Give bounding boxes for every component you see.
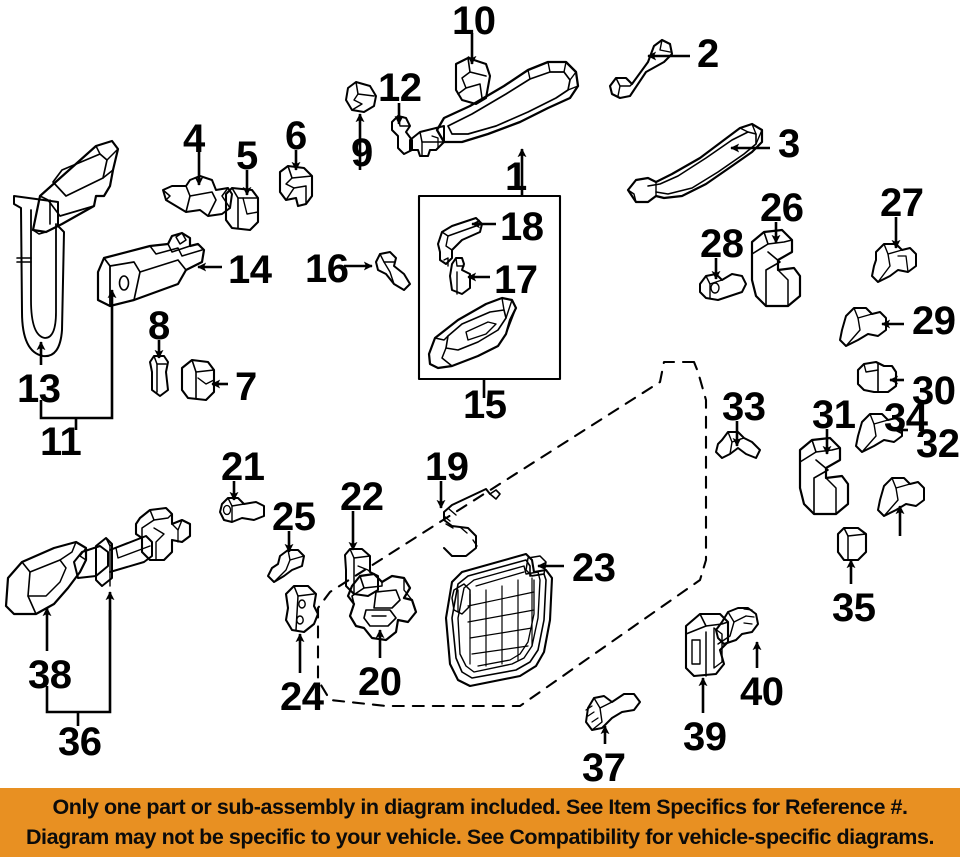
callout-9: 9 bbox=[351, 131, 373, 175]
callout-40: 40 bbox=[740, 670, 784, 714]
disclaimer-line-2: Diagram may not be specific to your vehi… bbox=[25, 824, 935, 849]
diagram-vector-artwork bbox=[4, 33, 925, 744]
callout-25: 25 bbox=[272, 495, 316, 539]
callout-31: 31 bbox=[812, 393, 856, 437]
callout-36: 36 bbox=[58, 720, 102, 764]
callout-7: 7 bbox=[235, 365, 257, 409]
callout-11: 11 bbox=[40, 420, 82, 464]
callout-38: 38 bbox=[28, 653, 72, 697]
callout-3: 3 bbox=[778, 122, 800, 166]
diagram-artboard bbox=[4, 33, 925, 744]
callout-6: 6 bbox=[285, 114, 307, 158]
callout-29: 29 bbox=[912, 299, 956, 343]
callout-21: 21 bbox=[221, 445, 265, 489]
callout-30: 30 bbox=[912, 369, 956, 413]
callout-22: 22 bbox=[340, 475, 384, 519]
callout-20: 20 bbox=[358, 660, 402, 704]
callout-10: 10 bbox=[452, 0, 496, 43]
callout-24: 24 bbox=[280, 675, 324, 719]
callout-17: 17 bbox=[494, 258, 538, 302]
callout-39: 39 bbox=[683, 715, 727, 759]
callout-13: 13 bbox=[17, 367, 61, 411]
callout-4: 4 bbox=[183, 117, 205, 161]
callout-12: 12 bbox=[378, 66, 422, 110]
callout-33: 33 bbox=[722, 385, 766, 429]
callout-35: 35 bbox=[832, 586, 876, 630]
callout-27: 27 bbox=[880, 181, 924, 225]
callout-14: 14 bbox=[228, 248, 272, 292]
callout-1: 1 bbox=[505, 155, 527, 199]
callout-26: 26 bbox=[760, 186, 804, 230]
callout-32: 32 bbox=[916, 422, 960, 466]
callout-5: 5 bbox=[236, 134, 258, 178]
callout-18: 18 bbox=[500, 205, 544, 249]
callout-23: 23 bbox=[572, 546, 616, 590]
callout-16: 16 bbox=[305, 247, 349, 291]
callout-37: 37 bbox=[582, 746, 626, 790]
callout-28: 28 bbox=[700, 222, 744, 266]
callout-15: 15 bbox=[463, 383, 507, 427]
callout-2: 2 bbox=[697, 32, 719, 76]
callout-8: 8 bbox=[148, 304, 170, 348]
callout-19: 19 bbox=[425, 445, 469, 489]
callout-34: 34 bbox=[884, 396, 928, 440]
disclaimer-banner: Only one part or sub-assembly in diagram… bbox=[0, 788, 960, 857]
disclaimer-line-1: Only one part or sub-assembly in diagram… bbox=[52, 794, 908, 819]
